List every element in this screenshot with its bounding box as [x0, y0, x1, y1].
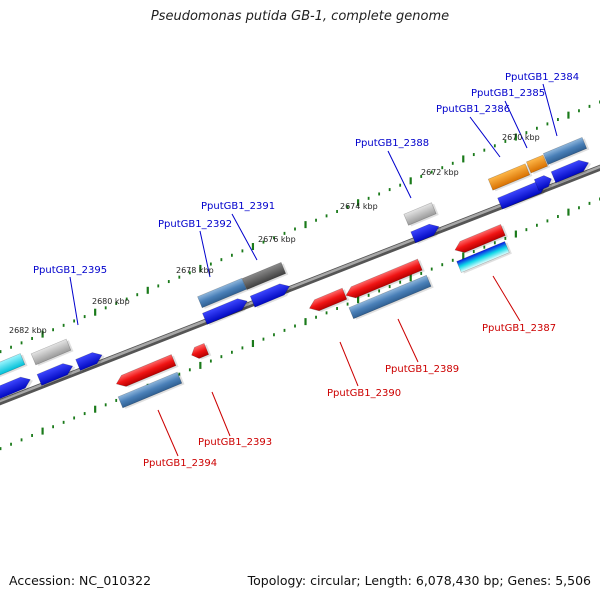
- gene-label-top: PputGB1_2385: [471, 88, 545, 99]
- gene-label-top: PputGB1_2391: [201, 201, 275, 212]
- gene-label-top: PputGB1_2386: [436, 104, 510, 115]
- gene-arrow: [542, 136, 590, 166]
- label-leader-lines: [69, 83, 558, 457]
- gene-arrow: [202, 298, 250, 326]
- ruler-labels: 2682 kbp 2680 kbp 2678 kbp 2676 kbp 2674 kbp…: [9, 133, 540, 335]
- gene-features: [0, 136, 592, 409]
- leader-line: [504, 100, 528, 149]
- gene-arrow: [456, 241, 512, 274]
- gene-label-top: PputGB1_2392: [158, 219, 232, 230]
- ruler-label: 2676 kbp: [258, 235, 296, 244]
- ruler-label: 2678 kbp: [176, 266, 214, 275]
- gene-arrow: [525, 154, 551, 175]
- gene-arrow: [249, 283, 293, 309]
- gene-label-bottom: PputGB1_2387: [482, 323, 556, 334]
- gene-arrow: [550, 159, 592, 184]
- gene-arrow: [345, 258, 425, 299]
- leader-line: [397, 318, 419, 363]
- leader-line: [339, 341, 359, 387]
- gene-arrow: [533, 175, 554, 192]
- gene-arrow: [241, 261, 289, 291]
- gene-label-top: PputGB1_2388: [355, 138, 429, 149]
- gene-arrow: [191, 342, 212, 360]
- gene-arrow: [117, 371, 185, 409]
- gene-arrow: [454, 224, 508, 254]
- leader-line: [211, 391, 231, 437]
- leader-line: [199, 230, 211, 278]
- gene-label-bottom: PputGB1_2394: [143, 458, 217, 469]
- ruler-label: 2682 kbp: [9, 326, 47, 335]
- gene-arrow: [0, 376, 33, 404]
- gene-label-bottom: PputGB1_2390: [327, 388, 401, 399]
- genome-summary-text: Topology: circular; Length: 6,078,430 bp…: [247, 573, 591, 588]
- gene-label-top: PputGB1_2395: [33, 265, 107, 276]
- leader-line: [387, 150, 412, 199]
- gene-arrow: [30, 338, 74, 366]
- gene-arrow: [348, 274, 434, 320]
- gene-arrow: [487, 163, 533, 192]
- gene-label-top: PputGB1_2384: [505, 72, 579, 83]
- gene-arrow: [0, 353, 28, 380]
- leader-line: [492, 275, 521, 322]
- leader-line: [469, 116, 501, 158]
- leader-line: [157, 409, 179, 457]
- gene-labels: PputGB1_2395PputGB1_2392PputGB1_2391Pput…: [33, 72, 579, 469]
- gene-arrow: [309, 287, 350, 312]
- gene-arrow: [36, 363, 76, 387]
- leader-line: [542, 83, 558, 137]
- leader-line: [69, 276, 79, 326]
- gene-arrow: [410, 223, 442, 245]
- accession-text: Accession: NC_010322: [9, 573, 152, 588]
- ruler-label: 2670 kbp: [502, 133, 540, 142]
- ruler-label: 2672 kbp: [421, 168, 459, 177]
- gene-arrow: [115, 354, 179, 388]
- gene-arrow: [75, 352, 105, 372]
- map-title: Pseudomonas putida GB-1, complete genome: [150, 9, 450, 24]
- ruler-label: 2674 kbp: [340, 202, 378, 211]
- leader-line: [231, 213, 258, 261]
- ruler-ticks: [0, 100, 600, 451]
- gene-arrow: [403, 202, 439, 227]
- ruler-label: 2680 kbp: [92, 297, 130, 306]
- gene-label-bottom: PputGB1_2389: [385, 364, 459, 375]
- gene-arrow: [197, 277, 250, 309]
- gene-label-bottom: PputGB1_2393: [198, 437, 272, 448]
